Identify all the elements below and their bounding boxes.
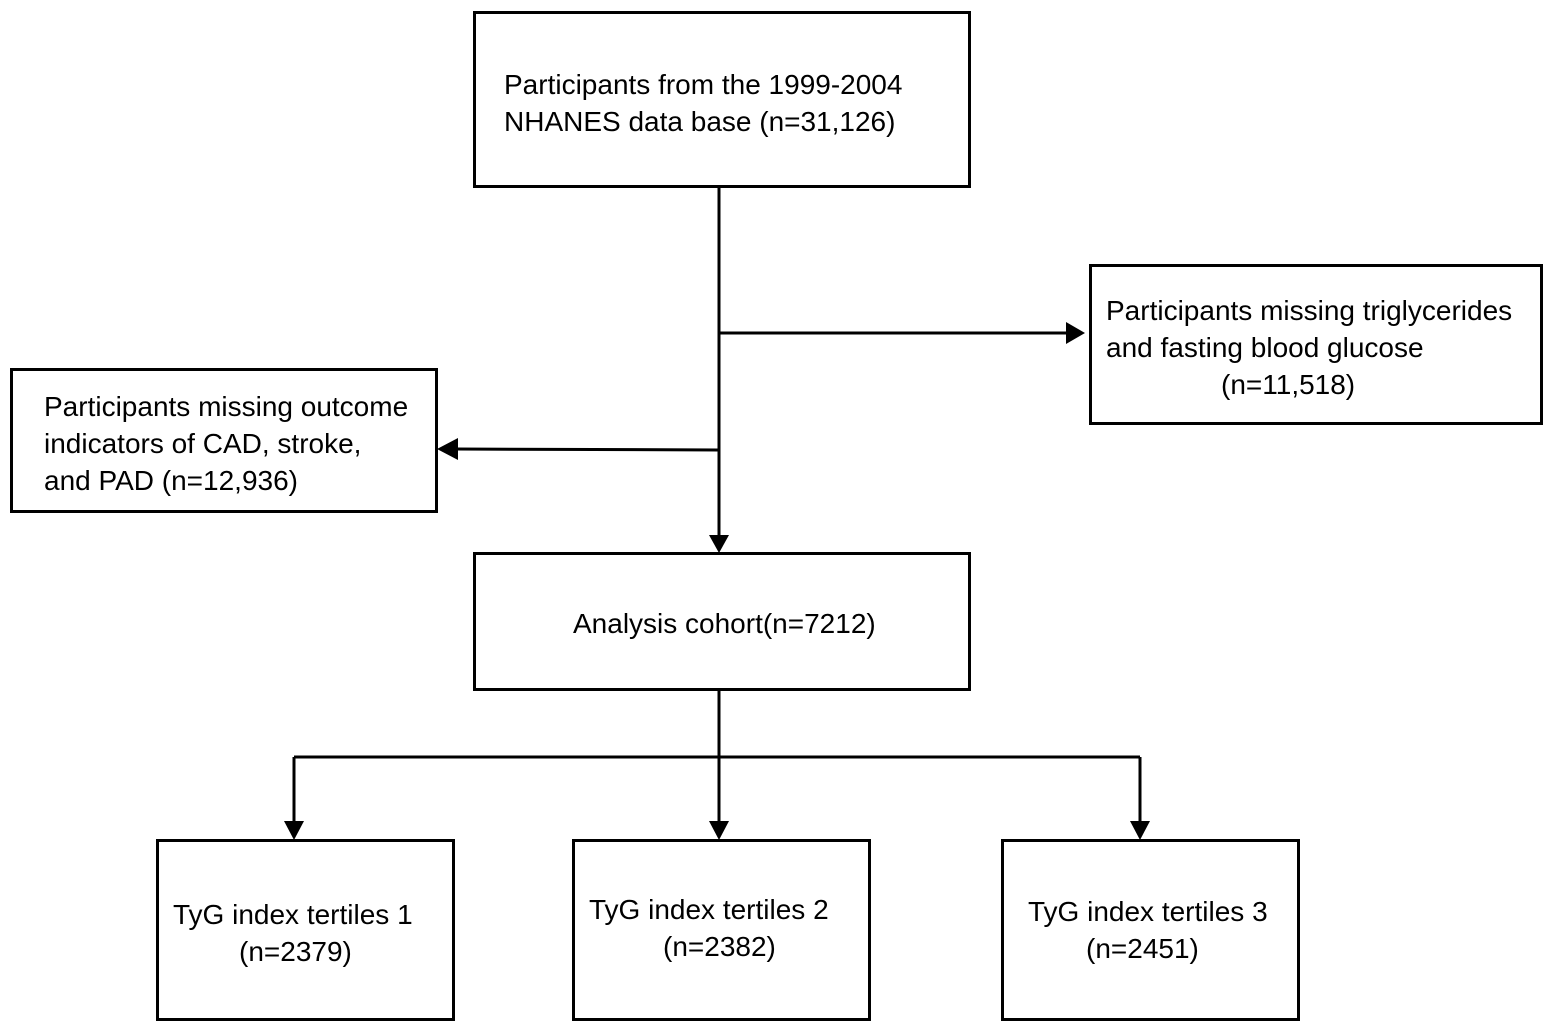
exclusion-missing-outcomes-box: Participants missing outcome indicators … xyxy=(10,368,438,513)
exclusion-left-line-3: and PAD (n=12,936) xyxy=(44,465,298,496)
tertile-1-box: TyG index tertiles 1 (n=2379) xyxy=(156,839,455,1021)
exclusion-right-text: Participants missing triglycerides and f… xyxy=(1106,292,1512,403)
analysis-cohort-text: Analysis cohort(n=7212) xyxy=(573,605,876,642)
arrowhead-cohort xyxy=(709,535,729,553)
tertile-2-label: TyG index tertiles 2 xyxy=(589,894,829,925)
tertile-3-count: (n=2451) xyxy=(1086,933,1199,964)
exclusion-right-line-1: Participants missing triglycerides xyxy=(1106,295,1513,326)
tertile-1-count: (n=2379) xyxy=(239,936,352,967)
source-population-text: Participants from the 1999-2004 NHANES d… xyxy=(504,66,902,140)
arrowhead-left-exclusion xyxy=(437,438,458,460)
arrowhead-tertile-1 xyxy=(284,821,304,840)
exclusion-left-line-1: Participants missing outcome xyxy=(44,391,409,422)
analysis-cohort-box: Analysis cohort(n=7212) xyxy=(473,552,971,691)
exclusion-left-line-2: indicators of CAD, stroke, xyxy=(44,428,362,459)
source-line-2: NHANES data base (n=31,126) xyxy=(504,106,896,137)
tertile-2-count: (n=2382) xyxy=(663,931,776,962)
analysis-cohort-label: Analysis cohort(n=7212) xyxy=(573,608,876,639)
tertile-3-label: TyG index tertiles 3 xyxy=(1028,896,1268,927)
source-line-1: Participants from the 1999-2004 xyxy=(504,69,903,100)
source-population-box: Participants from the 1999-2004 NHANES d… xyxy=(473,11,971,188)
exclusion-left-text: Participants missing outcome indicators … xyxy=(44,388,408,499)
exclusion-right-line-3: (n=11,518) xyxy=(1221,369,1356,400)
tertile-1-text: TyG index tertiles 1 (n=2379) xyxy=(173,896,413,970)
tertile-3-text: TyG index tertiles 3 (n=2451) xyxy=(1028,893,1268,967)
arrowhead-right-exclusion xyxy=(1066,322,1085,344)
exclusion-right-line-2: and fasting blood glucose xyxy=(1106,332,1424,363)
arrowhead-tertile-2 xyxy=(709,821,729,840)
tertile-2-box: TyG index tertiles 2 (n=2382) xyxy=(572,839,871,1021)
connector-branch-left xyxy=(455,447,720,452)
tertile-3-box: TyG index tertiles 3 (n=2451) xyxy=(1001,839,1300,1021)
exclusion-missing-tg-fbg-box: Participants missing triglycerides and f… xyxy=(1089,264,1543,425)
arrowhead-tertile-3 xyxy=(1130,821,1150,840)
tertile-2-text: TyG index tertiles 2 (n=2382) xyxy=(589,891,829,965)
tertile-1-label: TyG index tertiles 1 xyxy=(173,899,413,930)
